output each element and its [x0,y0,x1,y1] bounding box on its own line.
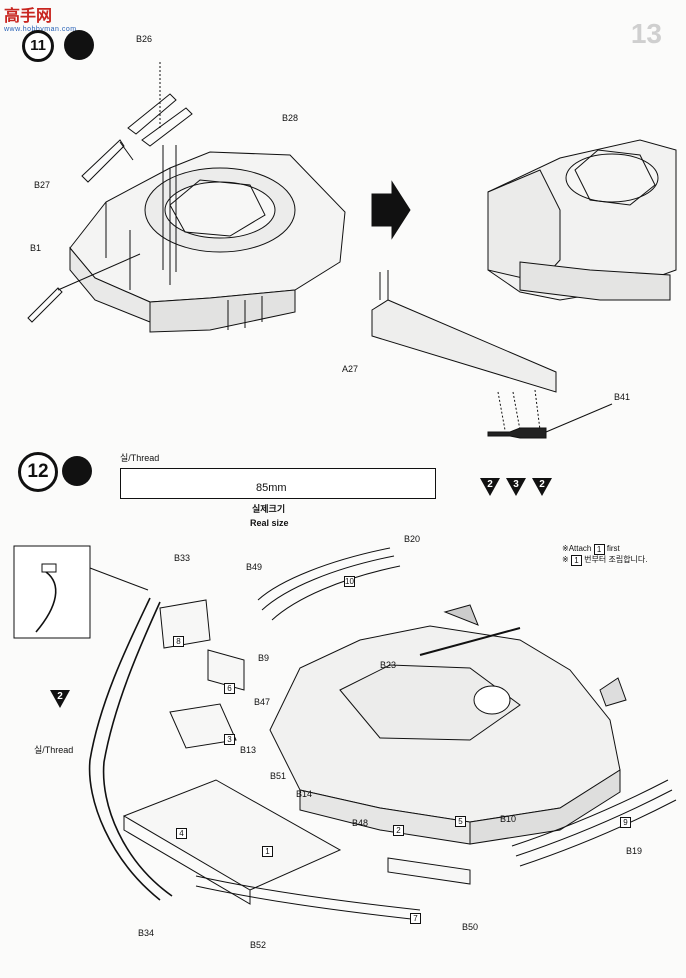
step-box-10: 10 [344,576,355,587]
step-box-4: 4 [176,828,187,839]
turret-result-drawing [371,139,677,439]
hull-assembly-drawing [88,547,677,921]
part-label-b47: B47 [254,697,271,707]
step-12-number: 12 [18,452,58,492]
attach-note-en: ※Attach 1 first [562,543,620,555]
thread-scale-box [120,468,436,499]
attach-note-box: 1 [593,544,605,555]
step-box-7: 7 [410,913,421,924]
part-label-b13: B13 [240,745,257,755]
arrow-icon [371,180,411,240]
thread-side-label: 실/Thread [34,745,74,755]
attach-note-suffix: first [606,544,620,553]
attach-note-prefix: ※Attach [562,544,592,553]
part-label-b34: B34 [138,928,155,938]
step-box-8: 8 [173,636,184,647]
turret-roof-drawing [27,62,346,333]
step-box-9: 9 [620,817,631,828]
real-size-korean: 실제크기 [252,504,286,514]
step-11-number: 11 [22,30,54,62]
thread-label: 실/Thread [120,453,160,463]
part-label-a27: A27 [342,364,359,374]
part-label-b48: B48 [352,818,369,828]
part-label-b50: B50 [462,922,479,932]
part-label-b9: B9 [258,653,270,663]
real-size-english: Real size [250,518,289,528]
marker-triangle-2: 3 [506,478,526,496]
tow-cable-inset [13,545,149,639]
attach-note-ko-suffix: 번부터 조립합니다. [584,555,648,564]
marker-step12-number: 2 [57,691,63,702]
part-label-b28: B28 [282,113,299,123]
marker-1-number: 2 [487,479,493,490]
thread-length: 85mm [256,482,287,494]
part-label-b49: B49 [246,562,263,572]
attach-note-ko: ※ 1 번부터 조립합니다. [562,554,648,566]
attach-note-ko-box: 1 [570,555,582,566]
step-box-5: 5 [455,816,466,827]
glue-pencil-icon [64,30,94,60]
marker-2-number: 3 [513,479,519,490]
glue-pencil-icon-2 [62,456,92,486]
part-label-b33: B33 [174,553,191,563]
step-box-3: 3 [224,734,235,745]
part-label-b52: B52 [250,940,267,950]
site-watermark: 高手网 www.hobbyman.com [4,2,77,33]
part-label-b23: B23 [380,660,397,670]
part-label-b1: B1 [30,243,42,253]
part-label-b51: B51 [270,771,287,781]
part-label-b10: B10 [500,814,517,824]
step-box-6: 6 [224,683,235,694]
part-label-b26: B26 [136,34,153,44]
part-label-b27: B27 [34,180,51,190]
watermark-brand: 高手网 [4,8,53,25]
watermark-url: www.hobbyman.com [4,26,77,33]
part-label-b19: B19 [626,846,643,856]
attach-note-ko-prefix: ※ [562,555,569,564]
marker-3-number: 2 [539,479,545,490]
marker-triangle-3: 2 [532,478,552,496]
marker-triangle-step12: 2 [50,690,70,708]
part-label-b14: B14 [296,789,313,799]
marker-triangle-1: 2 [480,478,500,496]
step-box-1: 1 [262,846,273,857]
part-label-b41: B41 [614,392,631,402]
page-number: 13 [630,18,662,49]
part-label-b20: B20 [404,534,421,544]
step-box-2: 2 [393,825,404,836]
